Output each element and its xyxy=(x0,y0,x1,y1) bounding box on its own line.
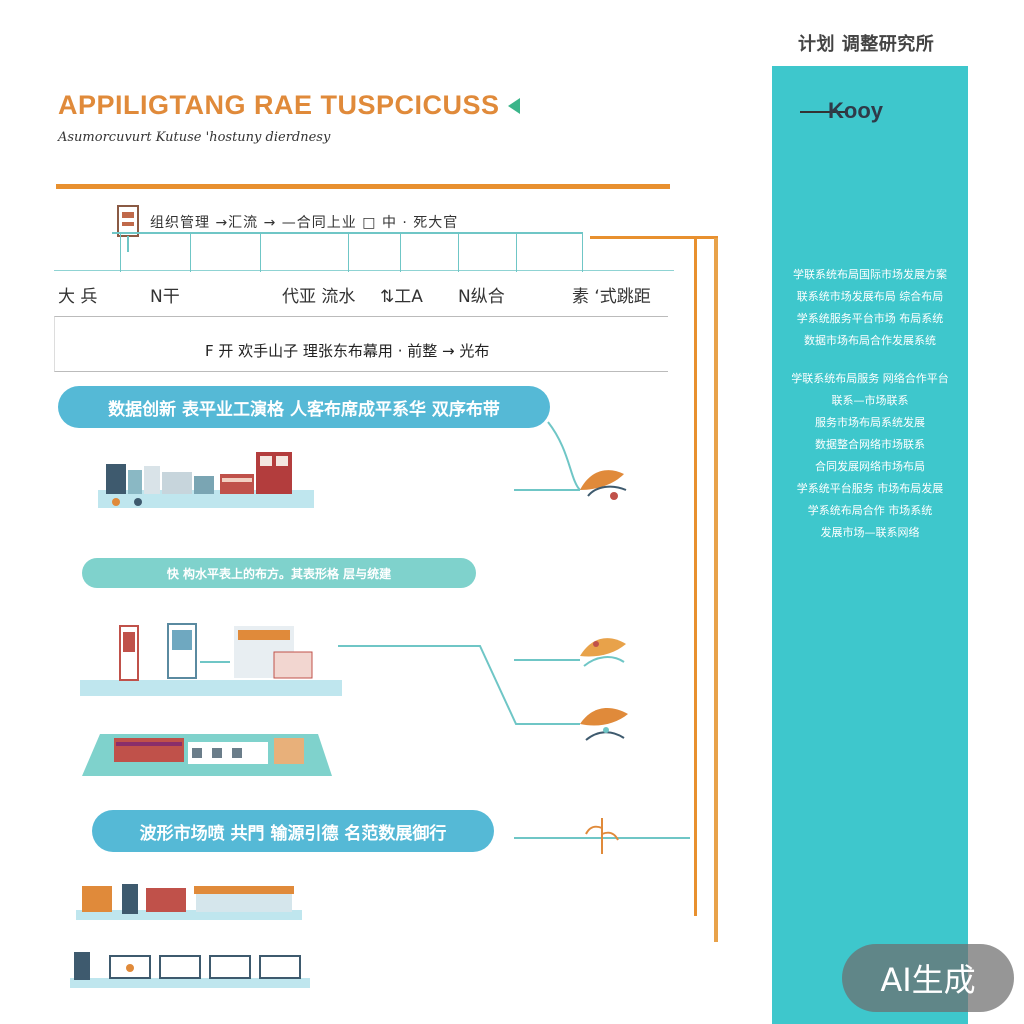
frame-vertical-inner xyxy=(694,236,697,916)
process-pill-primary: 数据创新 表平业工演格 人客布席成平系华 双序布带 xyxy=(58,386,550,428)
sidebar-line: 学系统布局合作 市场系统 xyxy=(807,504,933,517)
category-label: 素 ‘式跳距 xyxy=(572,287,651,307)
sidebar-line: 发展市场—联系网络 xyxy=(820,526,920,539)
sidebar-line: 联系—市场联系 xyxy=(831,394,909,407)
leaf-icon xyxy=(580,470,627,500)
building-illustration-3 xyxy=(82,734,332,776)
category-label: 代亚 流水 xyxy=(282,287,356,307)
sidebar-line: 服务市场布局系统发展 xyxy=(815,416,925,429)
ai-generated-badge: AI生成 xyxy=(842,944,1014,1012)
title-arrow-icon xyxy=(508,98,520,114)
sidebar-line: 联系统市场发展布局 综合布局 xyxy=(796,290,944,303)
connector-tick xyxy=(516,232,517,272)
sidebar-line: 学联系统布局服务 网络合作平台 xyxy=(791,372,949,385)
leaf-icon xyxy=(580,638,626,667)
key-pointer-line xyxy=(800,111,846,113)
leaf-icon xyxy=(585,818,619,854)
category-row-line xyxy=(54,270,674,271)
sidebar-line: 数据市场布局合作发展系统 xyxy=(804,334,936,347)
sidebar-line: 合同发展网络市场布局 xyxy=(815,460,925,473)
diagram-subtitle: Asumorcuvurt Kutuse 'hostuny dierdnesy xyxy=(58,130,331,145)
connector-tick xyxy=(400,232,401,272)
category-label: N干 xyxy=(150,287,180,307)
category-label: N纵合 xyxy=(458,287,505,307)
connector-tick xyxy=(260,232,261,272)
sidebar-header: 计划 调整研究所 xyxy=(798,34,935,55)
connector-tick xyxy=(190,232,191,272)
station-illustration-2 xyxy=(80,623,342,696)
frame-vertical-outer xyxy=(714,238,718,942)
sidebar-line: 学系统服务平台市场 布局系统 xyxy=(796,312,944,325)
connector-curves xyxy=(338,421,690,839)
connector-tick xyxy=(120,232,121,272)
process-pill-tertiary: 波形市场喷 共門 输源引德 名范数展御行 xyxy=(92,810,494,852)
section-caption: F 开 欢手山子 理张东布幕用 · 前整 → 光布 xyxy=(205,342,490,360)
key-label: Kooy xyxy=(828,98,883,123)
category-label: ⇅工A xyxy=(380,287,423,307)
category-label: 大 兵 xyxy=(58,287,98,307)
connector-tick xyxy=(582,232,583,272)
frame-top-connector xyxy=(590,236,718,239)
process-pill-secondary: 快 构水平表上的布方。其表形格 层与统建 xyxy=(82,558,476,588)
leaf-icon xyxy=(580,708,628,741)
workers-illustration-4 xyxy=(76,884,302,920)
top-row-labels: 组织管理 →汇流 → —合同上业 □ 中 · 死大官 xyxy=(150,215,459,231)
sidebar-line: 学系统平台服务 市场布局发展 xyxy=(796,482,944,495)
section-box xyxy=(54,316,668,372)
orange-divider xyxy=(56,184,670,189)
workers-illustration-5 xyxy=(70,952,310,988)
sidebar-line: 学联系统布局国际市场发展方案 xyxy=(793,268,947,281)
connector-tick xyxy=(348,232,349,272)
connector-tick xyxy=(458,232,459,272)
factory-illustration-1 xyxy=(98,452,314,508)
top-left-figure-icon xyxy=(117,205,139,252)
top-connector-line xyxy=(112,232,582,234)
diagram-title: APPILIGTANG RAE TUSPCICUSS xyxy=(58,90,500,120)
key-sidebar xyxy=(772,66,968,1024)
sidebar-line: 数据整合网络市场联系 xyxy=(815,438,925,451)
sidebar-text-block-1: 学联系统布局国际市场发展方案 联系统市场发展布局 综合布局 学系统服务平台市场 … xyxy=(782,264,958,352)
sidebar-text-block-2: 学联系统布局服务 网络合作平台 联系—市场联系 服务市场布局系统发展 数据整合网… xyxy=(782,368,958,544)
